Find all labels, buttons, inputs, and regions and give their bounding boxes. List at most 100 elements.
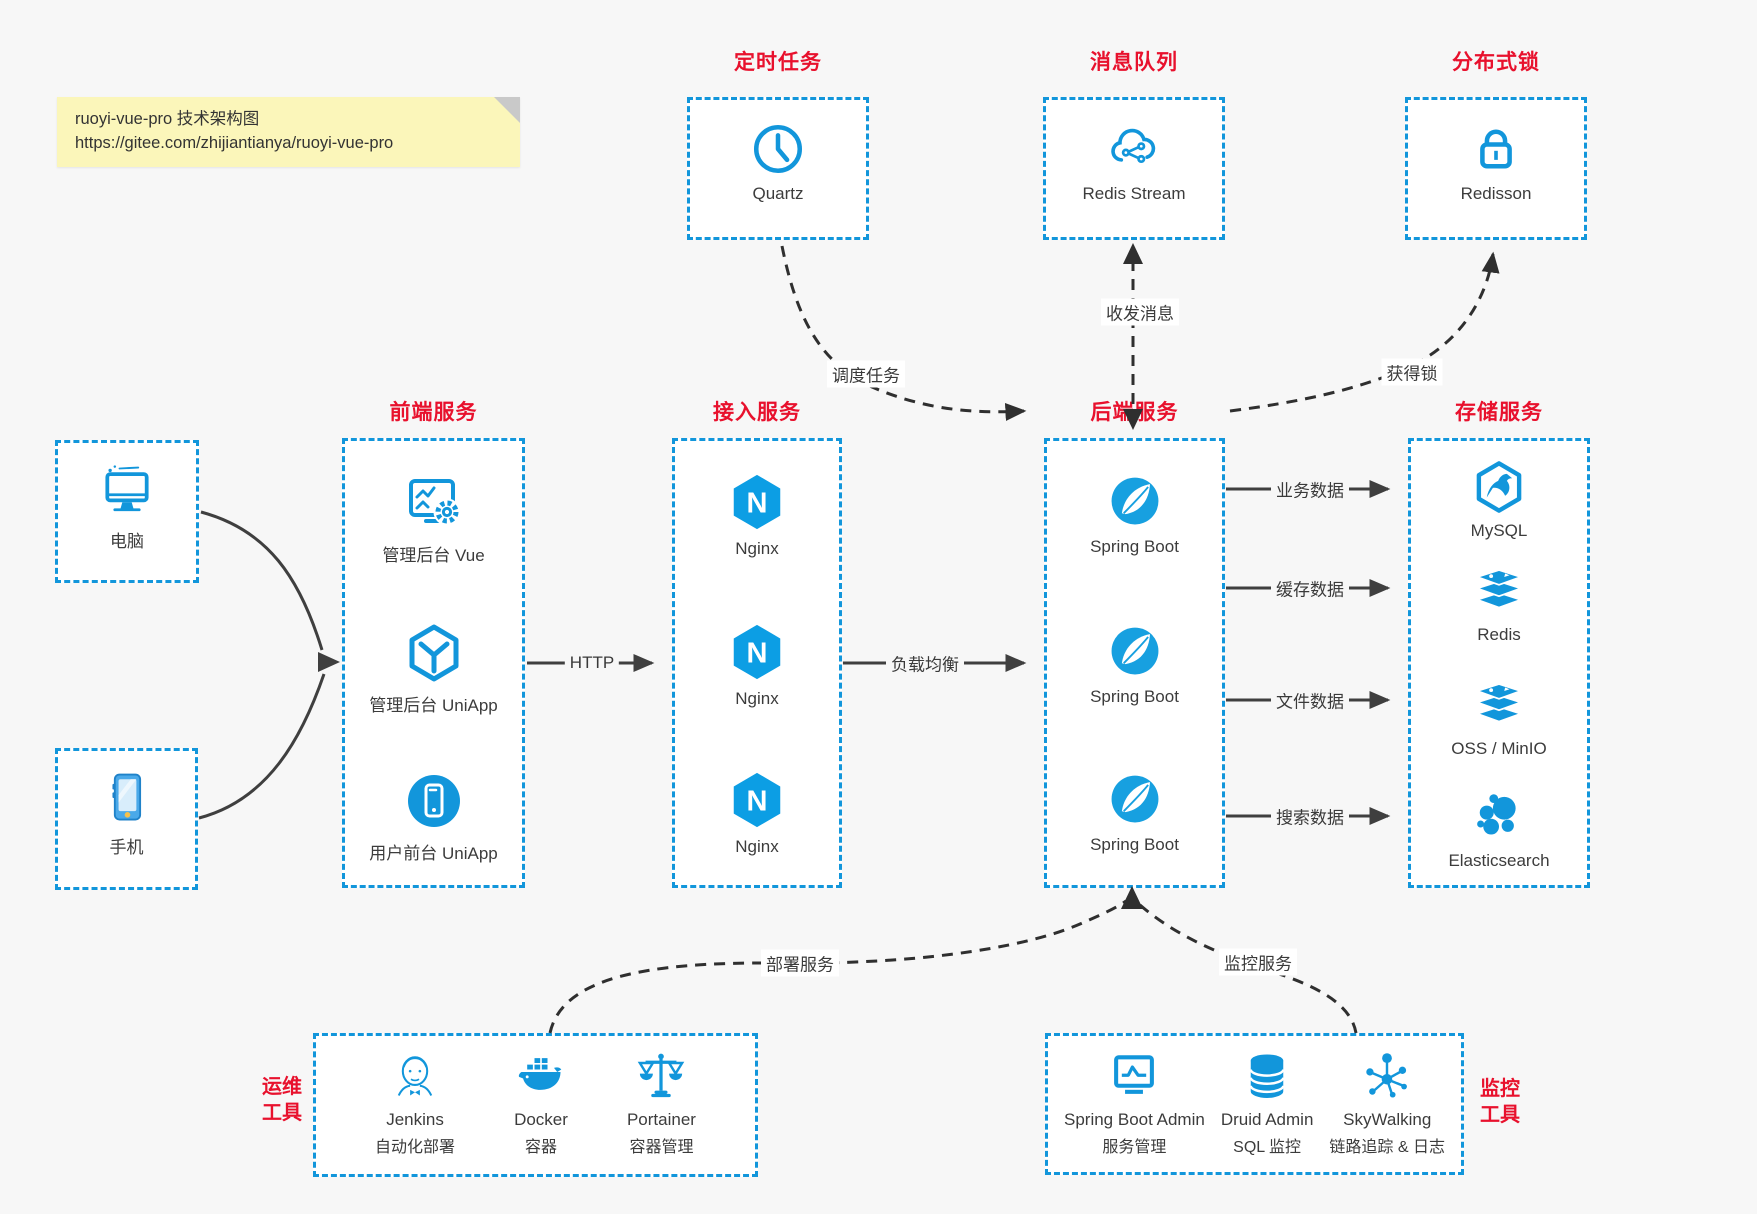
tool-name-skywalking: SkyWalking: [1343, 1110, 1432, 1129]
box-monitor-tools: Spring Boot Admin 服务管理 Druid Admin SQL 监…: [1045, 1033, 1464, 1175]
box-storage-services: MySQL Redis OSS / MinIO Elas: [1408, 438, 1590, 888]
svg-text:N: N: [747, 638, 768, 670]
box-backend-services: Spring Boot Spring Boot Spring Boot: [1044, 438, 1225, 888]
database-icon: [1249, 1054, 1285, 1098]
nginx-icon: N: [733, 474, 781, 530]
elasticsearch-icon: [1477, 794, 1516, 835]
box-redis-stream: Redis Stream: [1043, 97, 1225, 240]
tool-spring-boot-admin: Spring Boot Admin 服务管理: [1064, 1050, 1205, 1157]
hexagon-cube-icon: [409, 624, 458, 682]
node-label-nginx-1: Nginx: [735, 539, 779, 558]
edge-label-schedule-job: 调度任务: [827, 360, 905, 388]
spring-boot-icon: [1111, 627, 1158, 675]
tool-desc-skywalking: 链路追踪 & 日志: [1329, 1139, 1445, 1156]
node-label-computer: 电脑: [110, 532, 144, 551]
edge-label-search-data: 搜索数据: [1271, 802, 1349, 830]
edge-label-cache-data: 缓存数据: [1271, 574, 1349, 602]
node-label-admin-vue: 管理后台 Vue: [382, 546, 485, 565]
node-label-redis: Redis: [1477, 625, 1521, 644]
note-title: ruoyi-vue-pro 技术架构图: [75, 110, 260, 128]
lock-icon: [1480, 129, 1512, 169]
node-label-spring-boot-3: Spring Boot: [1090, 835, 1179, 854]
title-frontend-services: 前端服务: [389, 401, 478, 424]
title-backend-services: 后端服务: [1090, 401, 1179, 424]
spring-boot-icon: [1111, 775, 1158, 823]
nginx-icon: N: [733, 624, 781, 680]
tool-name-portainer: Portainer: [626, 1110, 696, 1129]
box-redisson: Redisson: [1405, 97, 1587, 240]
edge-label-load-balance: 负载均衡: [886, 649, 964, 677]
tool-desc-druid-admin: SQL 监控: [1233, 1139, 1302, 1156]
arrowhead-into-frontend: [318, 652, 340, 672]
node-label-spring-boot-1: Spring Boot: [1090, 537, 1179, 556]
edge-label-send-receive-messages: 收发消息: [1101, 298, 1179, 326]
redis-stack-icon: [1474, 569, 1524, 609]
node-label-spring-boot-2: Spring Boot: [1090, 687, 1179, 706]
arrowhead-messages-up: [1123, 243, 1143, 264]
tool-desc-jenkins: 自动化部署: [375, 1139, 456, 1156]
edge-label-monitor-services: 监控服务: [1219, 948, 1297, 976]
title-message-queue: 消息队列: [1090, 51, 1178, 74]
phone-icon: [111, 773, 141, 821]
storage-stack-icon: [1474, 683, 1524, 723]
edge-label-http: HTTP: [564, 652, 620, 674]
node-label-phone: 手机: [109, 838, 144, 857]
node-label-mysql: MySQL: [1470, 521, 1528, 540]
title-ops-tools: 运维 工具: [262, 1076, 302, 1124]
box-ops-tools: Jenkins 自动化部署 Docker 容器: [313, 1033, 758, 1177]
edge-label-file-data: 文件数据: [1271, 686, 1349, 714]
tool-name-jenkins: Jenkins: [386, 1110, 444, 1129]
tool-name-spring-boot-admin: Spring Boot Admin: [1064, 1110, 1205, 1129]
edge-label-business-data: 业务数据: [1271, 475, 1349, 503]
title-access-services: 接入服务: [713, 401, 801, 424]
node-label-quartz: Quartz: [752, 184, 804, 203]
node-label-nginx-3: Nginx: [735, 837, 779, 856]
note-card: ruoyi-vue-pro 技术架构图 https://gitee.com/zh…: [57, 97, 520, 167]
tool-name-druid-admin: Druid Admin: [1220, 1110, 1314, 1129]
node-label-elasticsearch: Elasticsearch: [1448, 851, 1550, 870]
clock-icon: [753, 124, 803, 174]
tool-desc-portainer: 容器管理: [629, 1139, 694, 1156]
box-access-services: N Nginx N Nginx N Nginx: [672, 438, 842, 888]
spring-boot-icon: [1111, 477, 1158, 525]
nginx-icon: N: [733, 772, 781, 828]
edge-label-acquire-lock: 获得锁: [1381, 358, 1443, 386]
note-fold-corner-icon: [494, 97, 520, 123]
svg-text:N: N: [747, 786, 768, 818]
monitor-pulse-icon: [1114, 1055, 1155, 1094]
title-distributed-lock: 分布式锁: [1452, 51, 1540, 74]
jenkins-icon: [397, 1056, 433, 1096]
admin-screen-gear-icon: [408, 479, 460, 526]
tool-desc-spring-boot-admin: 服务管理: [1102, 1139, 1167, 1156]
node-label-oss-minio: OSS / MinIO: [1451, 739, 1547, 758]
node-label-admin-uniapp: 管理后台 UniApp: [369, 696, 498, 715]
title-scheduled-job: 定时任务: [734, 51, 822, 74]
note-url: https://gitee.com/zhijiantianya/ruoyi-vu…: [75, 134, 394, 152]
circle-phone-icon: [407, 775, 460, 827]
box-phone-client: 手机: [55, 748, 198, 890]
mysql-dolphin-icon: [1476, 461, 1522, 513]
docker-whale-icon: [518, 1058, 562, 1090]
edge-label-deploy-services: 部署服务: [761, 949, 839, 977]
title-storage-services: 存储服务: [1455, 401, 1543, 424]
edge-phone-to-frontend: [198, 673, 326, 820]
tool-portainer: Portainer 容器管理: [627, 1050, 696, 1157]
box-frontend-services: 管理后台 Vue 管理后台 UniApp 用户前台 UniApp: [342, 438, 525, 888]
svg-text:N: N: [747, 488, 768, 520]
computer-icon: [105, 465, 149, 512]
title-monitor-tools: 监控 工具: [1480, 1078, 1520, 1126]
tool-name-docker: Docker: [514, 1110, 568, 1129]
arrowhead-into-backend-bottom: [1121, 886, 1143, 909]
box-computer-client: 电脑: [55, 440, 199, 583]
scales-icon: [638, 1053, 685, 1098]
edge-computer-to-frontend: [200, 510, 324, 651]
tool-docker: Docker 容器: [514, 1050, 568, 1157]
node-label-redisson: Redisson: [1460, 184, 1532, 203]
cloud-network-icon: [1111, 128, 1156, 164]
node-label-user-uniapp: 用户前台 UniApp: [369, 844, 498, 863]
tool-druid-admin: Druid Admin SQL 监控: [1220, 1050, 1314, 1157]
edge-acquire-lock: [1229, 251, 1500, 413]
node-label-nginx-2: Nginx: [735, 689, 779, 708]
tool-skywalking: SkyWalking 链路追踪 & 日志: [1329, 1050, 1445, 1157]
